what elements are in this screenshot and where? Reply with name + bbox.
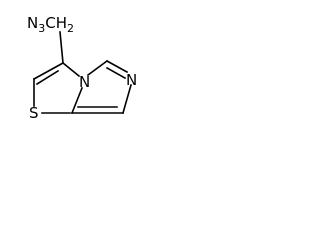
bridge-nitrogen-label: N: [79, 73, 90, 91]
bond-n4-c3: [86, 59, 109, 77]
bond-c5-c6-inner: [35, 69, 60, 86]
bond-c3-n2: [105, 59, 129, 74]
structure-diagram: N3CH2 S N N: [0, 0, 185, 143]
imidazole-nitrogen-label: N: [126, 71, 137, 89]
bond-n4-c7a: [70, 86, 84, 115]
bond-n2-c1: [122, 84, 132, 114]
bond-c5-n4: [61, 61, 81, 78]
bond-ch2-c5: [59, 31, 64, 64]
molecule-svg: N3CH2 S N N: [27, 14, 137, 122]
bond-c3-n2-inner: [105, 66, 127, 80]
azido-ch2-label: N3CH2: [27, 14, 74, 35]
bond-c5-c6: [32, 61, 65, 81]
sulfur-atom-label: S: [29, 104, 39, 122]
